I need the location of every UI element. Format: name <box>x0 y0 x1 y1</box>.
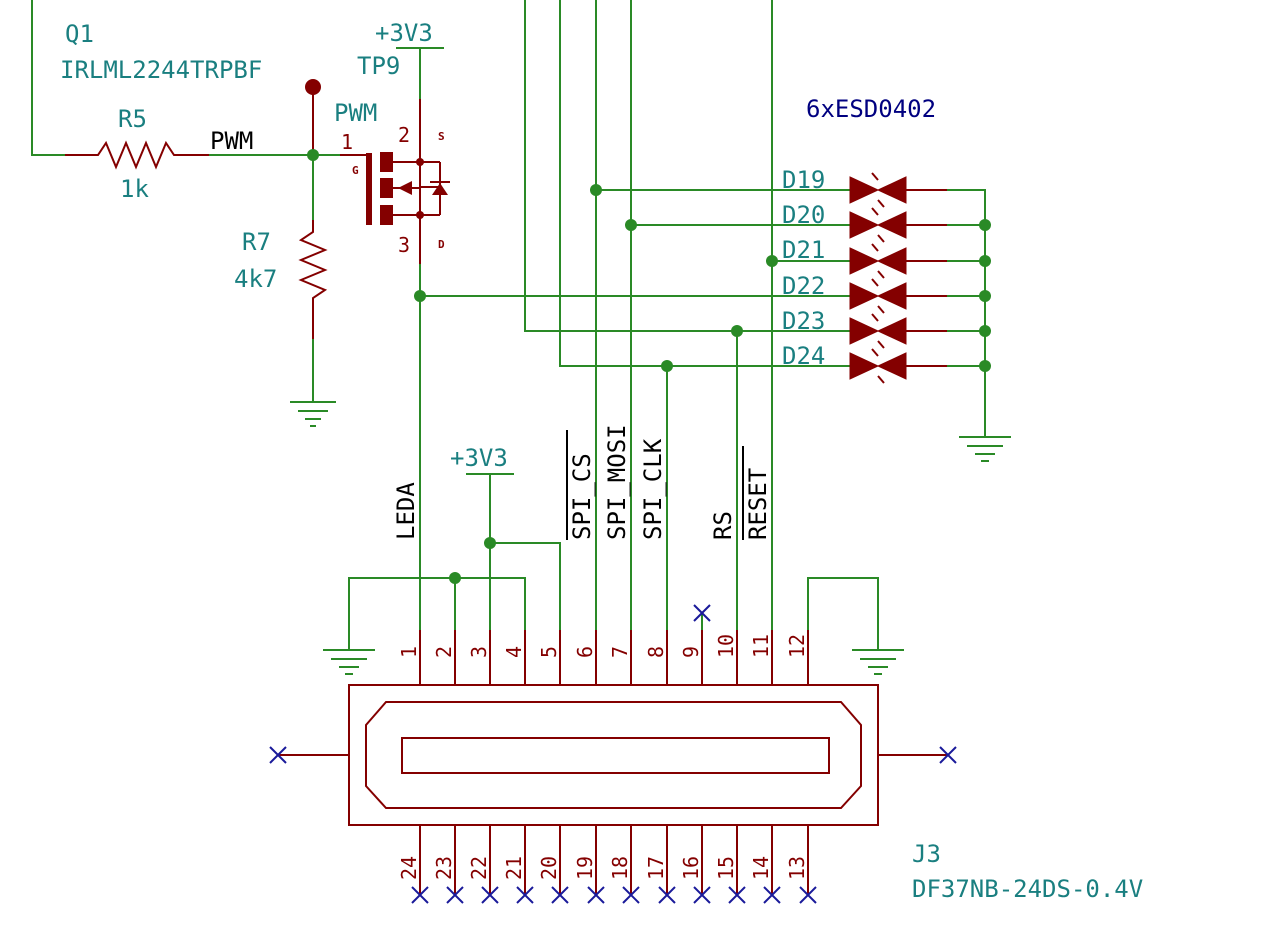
j3-pin-12: 12 <box>785 634 809 658</box>
j3-pin-23: 23 <box>432 856 456 880</box>
nc-marker-pin9 <box>693 604 711 622</box>
r7-ref: R7 <box>242 228 271 256</box>
j3-pin-19: 19 <box>573 856 597 880</box>
junction-spi-clk <box>661 360 673 372</box>
j3-pin-10: 10 <box>714 634 738 658</box>
gnd-symbol-r7 <box>290 401 336 427</box>
junction-reset <box>766 255 778 267</box>
net-label-spi-mosi: SPI_MOSI <box>603 424 631 540</box>
net-label-spi-cs: SPI_CS <box>568 453 596 540</box>
j3-pin-2: 2 <box>432 646 456 658</box>
r5-resistor <box>65 140 210 170</box>
diode-label-d20: D20 <box>782 201 825 229</box>
diode-label-d22: D22 <box>782 272 825 300</box>
j3-pin-6: 6 <box>573 646 597 658</box>
tp9-pad <box>305 79 321 95</box>
diode-label-d19: D19 <box>782 166 825 194</box>
nc-marker-j3-left <box>269 746 287 764</box>
esd-diode-array <box>849 172 948 384</box>
diode-label-d21: D21 <box>782 236 825 264</box>
r7-resistor <box>298 220 328 340</box>
gnd-symbol-esd <box>959 436 1011 462</box>
j3-ref: J3 <box>912 840 941 868</box>
j3-pin-20: 20 <box>537 856 561 880</box>
power-label-3v3-mid: +3V3 <box>450 444 508 472</box>
q1-label-g: G <box>352 164 359 177</box>
j3-top-pin-stubs <box>419 630 809 685</box>
j3-pin-18: 18 <box>608 856 632 880</box>
wire-spi-clk-route <box>559 0 668 367</box>
j3-pin-7: 7 <box>608 646 632 658</box>
diode-d19 <box>849 172 948 208</box>
j3-pin-11: 11 <box>749 634 773 658</box>
gnd-symbol-j3-left <box>323 649 375 675</box>
tp9-ref: TP9 <box>357 52 400 80</box>
r5-value: 1k <box>120 175 149 203</box>
junction-spi-mosi <box>625 219 637 231</box>
j3-pin-1: 1 <box>397 646 421 658</box>
nc-marker-j3-right <box>939 746 957 764</box>
net-label-spi-clk: SPI_CLK <box>639 438 667 540</box>
net-label-pwm: PWM <box>210 127 253 155</box>
q1-label-d: D <box>438 238 445 251</box>
j3-pin-22: 22 <box>467 856 491 880</box>
r7-value: 4k7 <box>234 265 277 293</box>
r5-ref: R5 <box>118 105 147 133</box>
j3-pin-13: 13 <box>785 856 809 880</box>
power-label-3v3-top: +3V3 <box>375 19 433 47</box>
j3-value: DF37NB-24DS-0.4V <box>912 875 1143 903</box>
j3-pin-16: 16 <box>679 856 703 880</box>
junction-rs <box>731 325 743 337</box>
diode-d21 <box>849 243 948 279</box>
diode-label-d24: D24 <box>782 342 825 370</box>
q1-mosfet-symbol <box>340 98 450 265</box>
j3-pin-8: 8 <box>644 646 668 658</box>
net-label-reset: RESET <box>744 468 772 540</box>
nc-markers-bottom <box>411 886 817 904</box>
q1-pin-source: 2 <box>398 123 410 147</box>
junction-spi-cs <box>590 184 602 196</box>
gnd-symbol-j3-right <box>852 649 904 675</box>
j3-pin-21: 21 <box>502 856 526 880</box>
diode-d24 <box>849 348 948 384</box>
j3-pin-5: 5 <box>537 646 561 658</box>
junction-pwm <box>307 149 319 161</box>
q1-value: IRLML2244TRPBF <box>60 56 262 84</box>
q1-ref: Q1 <box>65 20 94 48</box>
q1-label-s: S <box>438 130 445 143</box>
j3-pin-14: 14 <box>749 856 773 880</box>
q1-pin-gate: 1 <box>341 130 353 154</box>
j3-pin-3: 3 <box>467 646 491 658</box>
pwm-driver-section: R5 1k PWM TP9 PWM Q1 IRLML2244TRPBF R7 4… <box>31 0 450 427</box>
j3-pin-15: 15 <box>714 856 738 880</box>
net-label-rs: RS <box>709 511 737 540</box>
diode-d22 <box>849 278 948 314</box>
esd-gnd-bus <box>947 189 991 438</box>
tp9-value: PWM <box>334 99 377 127</box>
wire-rs-route <box>524 0 738 332</box>
j3-pin-4: 4 <box>502 646 526 658</box>
diode-d23 <box>849 313 948 349</box>
j3-pin-24: 24 <box>397 856 421 880</box>
q1-pin-drain: 3 <box>398 233 410 257</box>
esd-note: 6xESD0402 <box>806 95 936 123</box>
diode-label-d23: D23 <box>782 307 825 335</box>
j3-pin-9: 9 <box>679 646 703 658</box>
j3-connector <box>278 684 948 826</box>
j3-bottom-pin-stubs <box>419 825 809 895</box>
signal-wires <box>419 0 851 686</box>
diode-d20 <box>849 207 948 243</box>
j3-pin-17: 17 <box>644 856 668 880</box>
wire-pwm-in <box>31 0 66 156</box>
net-label-leda: LEDA <box>392 482 420 540</box>
